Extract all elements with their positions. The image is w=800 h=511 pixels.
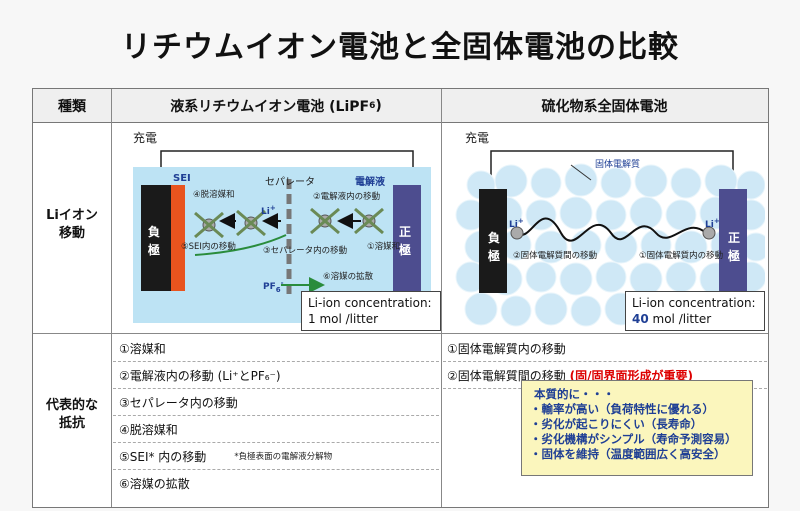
- row-label-typical-resistance: 代表的な抵抗: [45, 398, 98, 431]
- header-solid-battery: 硫化物系全固体電池: [441, 89, 768, 123]
- step6-label: ⑥溶媒の拡散: [323, 272, 374, 282]
- header-type: 種類: [33, 89, 111, 123]
- li-ion-label: Li+: [261, 204, 276, 217]
- sei-label: SEI: [173, 173, 191, 184]
- sei-layer: [171, 185, 185, 291]
- li-ion-label-right: Li+: [705, 217, 720, 230]
- li-ion: [510, 226, 524, 240]
- li-ion: [702, 226, 716, 240]
- pf6-path: [194, 234, 287, 256]
- summary-line: ・固体を維持（温度範囲広く高安全）: [530, 447, 726, 461]
- solid-step2-label: ②固体電解質間の移動: [513, 251, 598, 261]
- positive-electrode: [719, 189, 747, 293]
- solvated-li-ion: [354, 207, 384, 235]
- li-ion-label-left: Li+: [509, 217, 524, 230]
- step1-label: ①溶媒和: [367, 242, 401, 252]
- summary-head: 本質的に・・・: [534, 387, 615, 401]
- interface-note: (固/固界面形成が重要): [569, 368, 693, 383]
- step5-label: ⑤SEI内の移動: [181, 242, 236, 252]
- positive-electrode-label: 正極: [399, 225, 412, 257]
- step3-label: ③セパレータ内の移動: [263, 246, 348, 256]
- left-resistance-5: ⑤SEI* 内の移動*負極表面の電解液分解物: [119, 449, 333, 464]
- negative-electrode: [141, 185, 171, 291]
- leader-line: [570, 164, 592, 181]
- page-title: リチウムイオン電池と全固体電池の比較: [121, 30, 679, 65]
- left-resistance-6: ⑥溶媒の拡散: [119, 476, 190, 491]
- sei-note: *負極表面の電解液分解物: [234, 452, 333, 462]
- li-ion-path: [516, 217, 707, 242]
- step4-label: ④脱溶媒和: [193, 190, 235, 200]
- solid-electrolyte-label: 固体電解質: [595, 160, 641, 170]
- left-resistance-4: ④脱溶媒和: [119, 422, 178, 437]
- positive-electrode-label: 正極: [728, 231, 741, 263]
- charge-label-left: 充電: [133, 131, 158, 145]
- row-label-li-ion-migration: Liイオン移動: [46, 208, 98, 241]
- left-resistance-2: ②電解液内の移動 (Li⁺とPF₆⁻): [119, 368, 281, 383]
- positive-electrode: [393, 185, 421, 291]
- right-resistance-2: ②固体電解質間の移動 (固/固界面形成が重要): [447, 368, 693, 383]
- left-resistance-1: ①溶媒和: [119, 341, 166, 356]
- left-resistance-3: ③セパレータ内の移動: [119, 395, 238, 410]
- solvated-li-ion: [194, 211, 224, 239]
- summary-line: ・劣化機構がシンプル（寿命予測容易）: [530, 432, 737, 446]
- negative-electrode-label: 負極: [148, 225, 161, 257]
- right-resistance-1: ①固体電解質内の移動: [447, 341, 566, 356]
- liquid-concentration-box: Li-ion concentration: 1 mol /litter: [301, 291, 441, 331]
- summary-line: ・劣化が起こりにくい（長寿命）: [530, 417, 703, 431]
- solid-step1-label: ①固体電解質内の移動: [639, 251, 724, 261]
- solid-battery-diagram: [455, 150, 765, 327]
- step2-label: ②電解液内の移動: [313, 192, 381, 202]
- pf6-label: PF6-: [263, 279, 284, 294]
- summary-line: ・輸率が高い（負荷特性に優れる）: [530, 402, 714, 416]
- charge-label-right: 充電: [465, 131, 490, 145]
- negative-electrode: [479, 189, 507, 293]
- separator-label: セパレータ: [265, 177, 315, 188]
- solvated-li-ion: [236, 209, 266, 237]
- solid-concentration-box: Li-ion concentration: 40 mol /litter: [625, 291, 765, 331]
- negative-electrode-label: 負極: [488, 231, 501, 263]
- electrolyte-label: 電解液: [355, 177, 385, 188]
- solvated-li-ion: [310, 207, 340, 235]
- summary-box: 本質的に・・・ ・輸率が高い（負荷特性に優れる） ・劣化が起こりにくい（長寿命）…: [521, 380, 753, 476]
